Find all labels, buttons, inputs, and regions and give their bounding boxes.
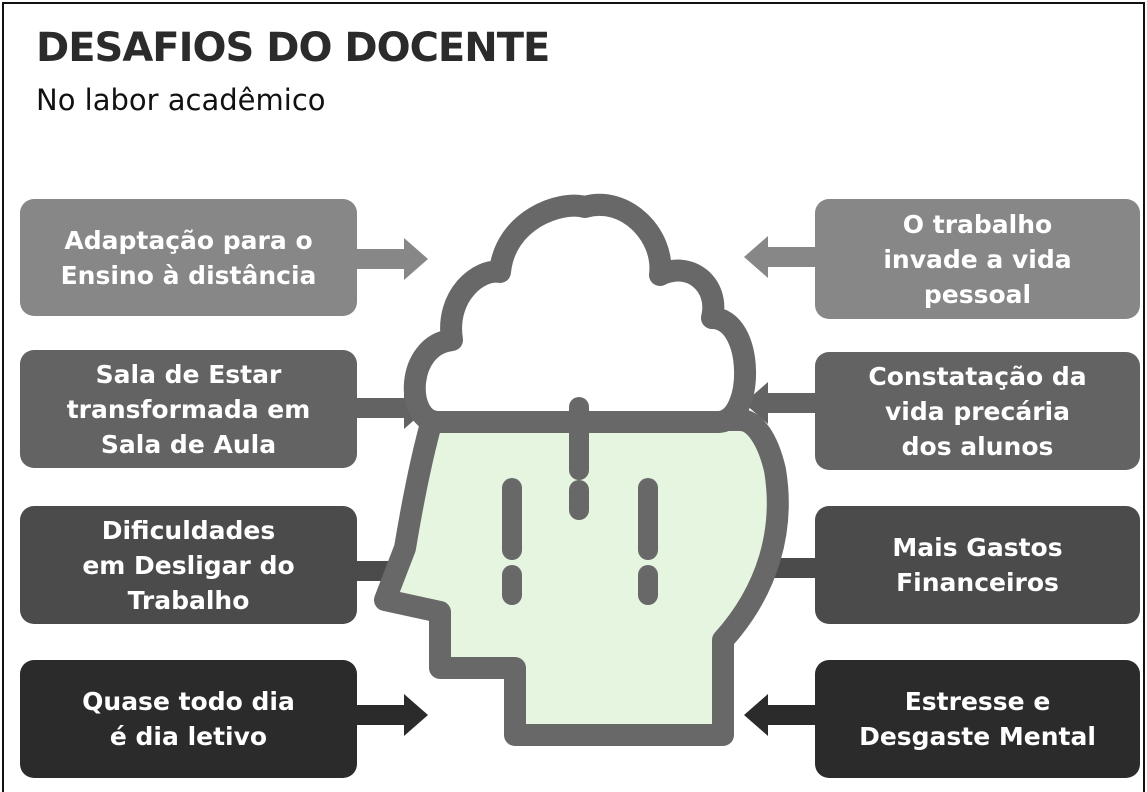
right-box-3: Mais Gastos Financeiros [815,506,1140,624]
arrow-right-4 [744,694,815,736]
right-box-4: Estresse e Desgaste Mental [815,660,1140,778]
left-box-3-label: Dificuldades em Desligar do Trabalho [82,515,295,615]
left-box-2: Sala de Estar transformada em Sala de Au… [20,350,357,468]
arrow-right-1 [744,236,815,278]
cloud-outline [403,194,756,433]
left-box-4-label: Quase todo dia é dia letivo [82,687,295,751]
arrow-left-4 [357,694,428,736]
left-box-1: Adaptação para o Ensino à distância [20,199,357,316]
right-box-2: Constatação da vida precária dos alunos [815,352,1140,470]
arrow-left-1 [357,238,428,280]
right-box-1-label: O trabalho invade a vida pessoal [883,209,1072,309]
right-box-4-label: Estresse e Desgaste Mental [859,687,1096,751]
right-box-1: O trabalho invade a vida pessoal [815,199,1140,319]
left-box-4: Quase todo dia é dia letivo [20,660,357,778]
left-box-1-label: Adaptação para o Ensino à distância [60,225,317,290]
left-box-2-label: Sala de Estar transformada em Sala de Au… [66,359,311,459]
page-title: DESAFIOS DO DOCENTE [36,25,550,71]
left-box-3: Dificuldades em Desligar do Trabalho [20,506,357,624]
rain-drops [502,397,658,605]
head-with-rain-cloud-icon [374,194,789,746]
right-box-2-label: Constatação da vida precária dos alunos [868,361,1087,461]
right-box-3-label: Mais Gastos Financeiros [892,533,1063,597]
head-outline [374,409,789,746]
page-subtitle: No labor acadêmico [36,83,326,117]
arrow-right-2 [744,382,815,424]
